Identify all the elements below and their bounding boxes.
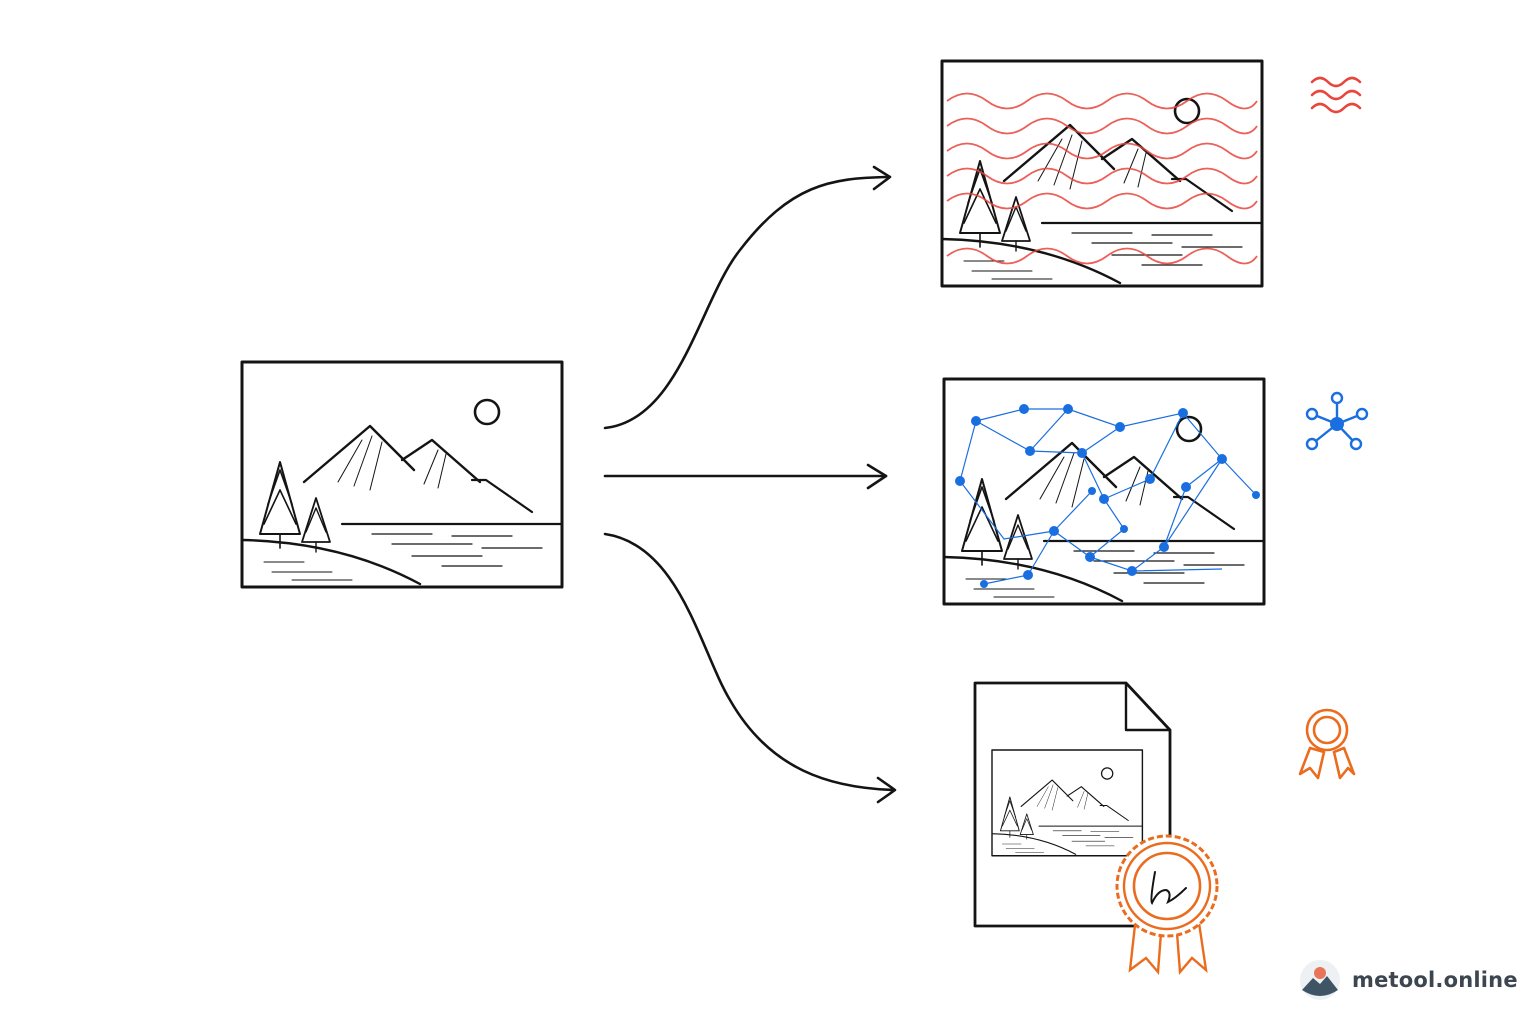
- wave-watermark-icon: [1310, 76, 1362, 114]
- source-image: [240, 360, 564, 589]
- brand-name[interactable]: metool.online: [1352, 968, 1518, 992]
- arrow-to-fingerprint: [603, 463, 888, 490]
- watermarked-image: [940, 59, 1264, 288]
- certificate-seal: [1115, 834, 1219, 975]
- document-thumbnail: [991, 749, 1144, 857]
- award-ribbon-icon: [1298, 708, 1356, 780]
- network-nodes-icon: [1305, 391, 1369, 451]
- fingerprinted-image: [942, 377, 1266, 606]
- mountain-logo-icon: [1300, 960, 1340, 1000]
- watermark-waves: [946, 92, 1258, 265]
- arrow-to-certificate: [603, 532, 897, 804]
- certified-document: [973, 681, 1219, 975]
- arrow-to-watermark: [603, 165, 892, 430]
- network-nodes: [955, 404, 1260, 588]
- brand-watermark: metool.online: [1298, 958, 1518, 1002]
